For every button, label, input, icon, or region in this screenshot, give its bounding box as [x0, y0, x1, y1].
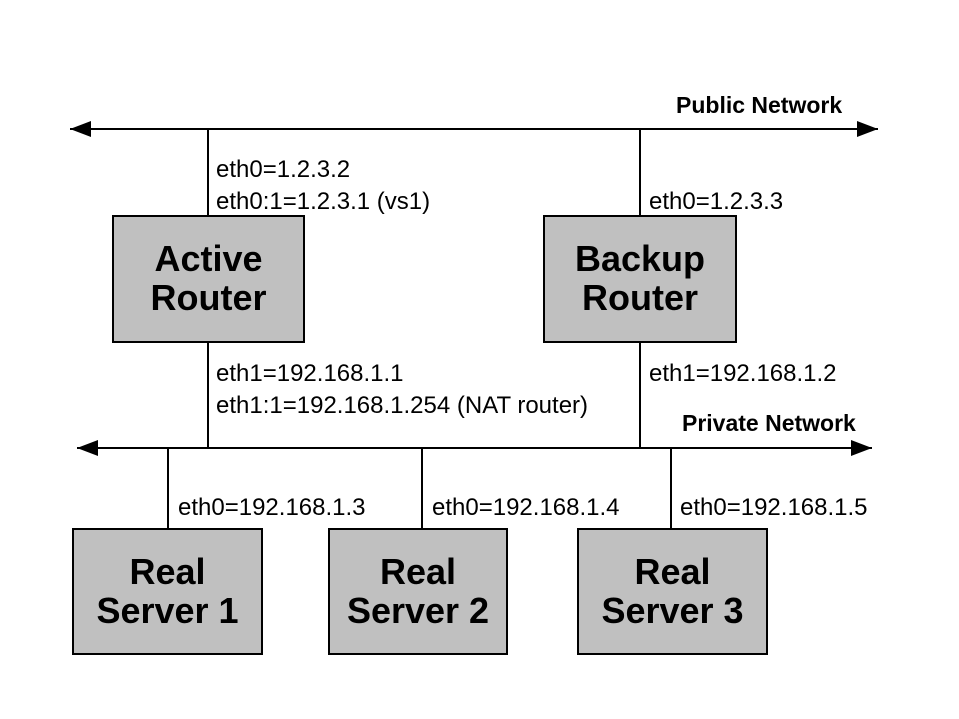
connector-real-server-1 [167, 447, 169, 529]
real-server-1-node: Real Server 1 [72, 528, 263, 655]
node-label-line2: Server 3 [601, 589, 744, 631]
node-label-line2: Server 2 [346, 589, 490, 631]
connector-real-server-2 [421, 447, 423, 529]
connector-real-server-3 [670, 447, 672, 529]
node-label-line2: Router [150, 277, 267, 318]
active-router-eth0-label: eth0=1.2.3.2 [216, 156, 351, 183]
real-server-1-eth0-label: eth0=192.168.1.3 [178, 494, 366, 521]
public-network-label: Public Network [676, 92, 843, 118]
real-server-3-node: Real Server 3 [577, 528, 768, 655]
arrowhead-left-icon [77, 440, 98, 456]
node-label-line1: Active [154, 238, 263, 280]
active-router-eth1-alias-label: eth1:1=192.168.1.254 (NAT router) [216, 392, 589, 419]
node-label-line2: Router [582, 277, 698, 318]
node-label-line1: Real [379, 550, 457, 592]
connector-backup-router-public [639, 128, 641, 216]
connector-active-router-private [207, 342, 209, 448]
private-network-line [77, 447, 872, 449]
arrowhead-left-icon [70, 121, 91, 137]
backup-router-node: Backup Router [543, 215, 737, 343]
backup-router-eth1-label: eth1=192.168.1.2 [649, 360, 837, 387]
private-network-label: Private Network [682, 410, 856, 436]
connector-active-router-public [207, 128, 209, 216]
active-router-node: Active Router [112, 215, 305, 343]
node-label-line1: Real [129, 550, 206, 592]
active-router-eth0-alias-label: eth0:1=1.2.3.1 (vs1) [216, 188, 431, 215]
arrowhead-right-icon [857, 121, 878, 137]
backup-router-eth0-label: eth0=1.2.3.3 [649, 188, 784, 215]
real-server-2-eth0-label: eth0=192.168.1.4 [432, 494, 620, 521]
node-label-line2: Server 1 [96, 589, 239, 631]
node-label-line1: Backup [574, 238, 706, 280]
node-label-line1: Real [634, 550, 711, 592]
public-network-line [70, 128, 878, 130]
active-router-eth1-label: eth1=192.168.1.1 [216, 360, 404, 387]
real-server-2-node: Real Server 2 [328, 528, 508, 655]
arrowhead-right-icon [851, 440, 872, 456]
real-server-3-eth0-label: eth0=192.168.1.5 [680, 494, 868, 521]
connector-backup-router-private [639, 342, 641, 448]
